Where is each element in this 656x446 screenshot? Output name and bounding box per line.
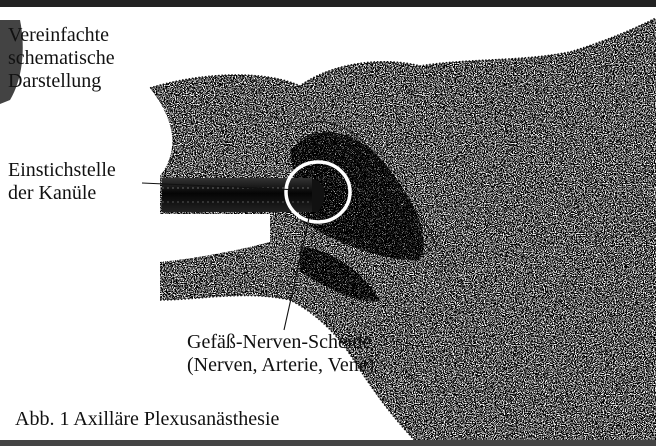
top-border: [0, 0, 656, 7]
sheath-label-line-1: Gefäß-Nerven-Scheide: [187, 331, 374, 354]
title-line-1: Vereinfachte: [8, 24, 115, 47]
insertion-label-line-2: der Kanüle: [8, 182, 116, 205]
cannula: [162, 178, 325, 212]
figure-title: Vereinfachte schematische Darstellung: [8, 24, 115, 93]
title-line-3: Darstellung: [8, 70, 115, 93]
axilla-body: [150, 18, 656, 446]
bottom-border: [0, 440, 656, 446]
title-line-2: schematische: [8, 47, 115, 70]
insertion-site-label: Einstichstelle der Kanüle: [8, 159, 116, 205]
sheath-label: Gefäß-Nerven-Scheide (Nerven, Arterie, V…: [187, 331, 374, 377]
insertion-label-line-1: Einstichstelle: [8, 159, 116, 182]
figure-caption: Abb. 1 Axilläre Plexusanästhesie: [15, 408, 279, 431]
sheath-label-line-2: (Nerven, Arterie, Vene): [187, 354, 374, 377]
